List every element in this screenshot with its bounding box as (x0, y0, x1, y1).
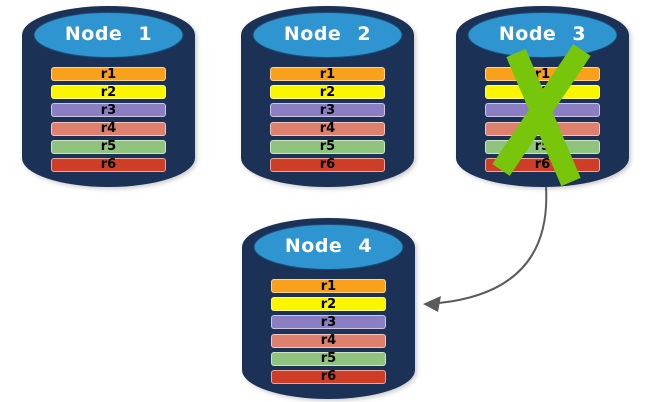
row-r5: r5 (271, 351, 386, 366)
row-r1: r1 (271, 279, 386, 293)
node-title: Node 2 (283, 23, 372, 45)
row-r3: r3 (51, 103, 166, 118)
row-r5: r5 (270, 139, 385, 154)
row-r6: r6 (271, 369, 386, 384)
replica-rows: r1 r2 r3 r4 r5 r6 (270, 67, 385, 172)
row-r2: r2 (271, 297, 386, 312)
node-title: Node 3 (498, 23, 587, 45)
row-r1: r1 (51, 67, 166, 81)
row-r6: r6 (51, 157, 166, 172)
row-r5: r5 (51, 139, 166, 154)
replica-rows: r1 r2 r3 r4 r5 r6 (271, 279, 386, 384)
row-r3: r3 (270, 103, 385, 118)
node-4: Node 4 r1 r2 r3 r4 r5 r6 (242, 216, 415, 402)
node-title: Node 4 (284, 235, 373, 257)
replica-rows: r1 r2 r3 r4 r5 r6 (51, 67, 166, 172)
failure-x-icon (492, 44, 591, 187)
arrowhead-icon (423, 296, 441, 312)
row-r4: r4 (270, 121, 385, 136)
row-r4: r4 (271, 333, 386, 348)
node-2: Node 2 r1 r2 r3 r4 r5 r6 (241, 4, 414, 190)
row-r6: r6 (270, 157, 385, 172)
row-r4: r4 (51, 121, 166, 136)
row-r2: r2 (51, 85, 166, 100)
node-title: Node 1 (64, 23, 153, 45)
row-r2: r2 (270, 85, 385, 100)
row-r1: r1 (270, 67, 385, 81)
row-r3: r3 (271, 315, 386, 330)
node-1: Node 1 r1 r2 r3 r4 r5 r6 (22, 4, 195, 190)
